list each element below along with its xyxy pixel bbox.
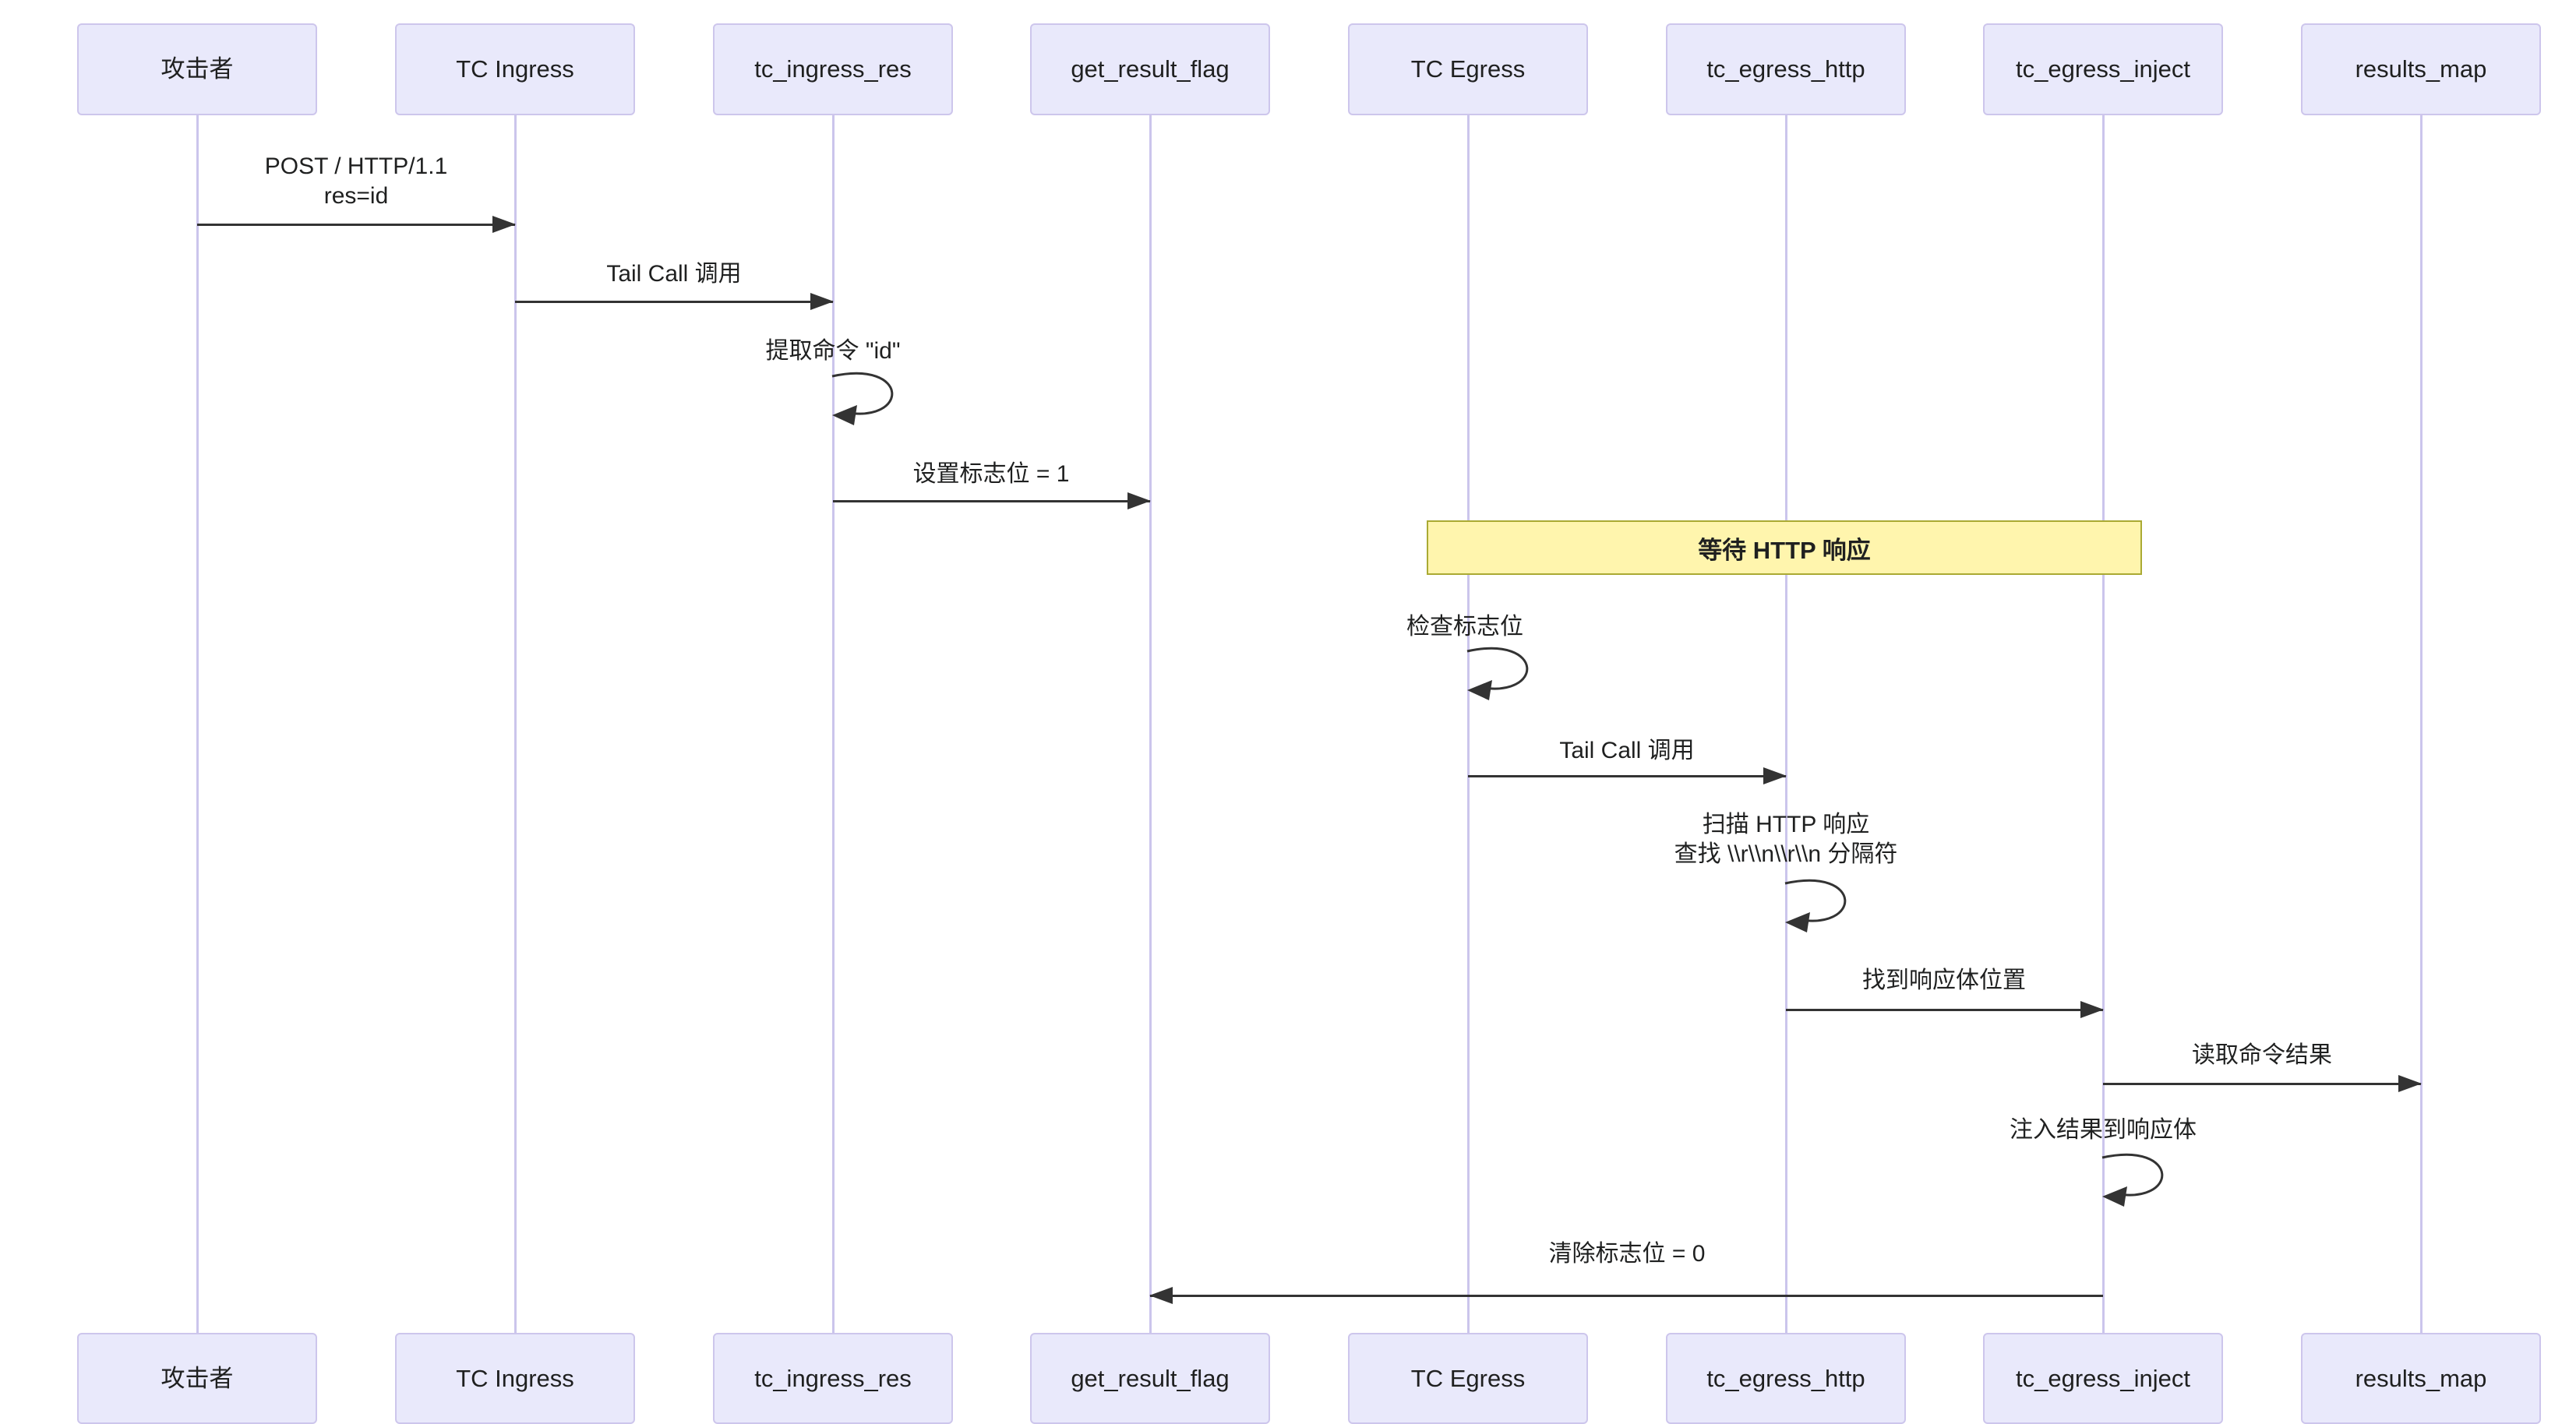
message-label-tail-call-1: Tail Call 调用 <box>606 259 741 289</box>
message-line: Tail Call 调用 <box>606 261 742 287</box>
message-label-check-flag: 检查标志位 <box>1406 612 1523 642</box>
message-line: res=id <box>323 183 389 209</box>
message-arrow-post-http <box>197 216 516 233</box>
arrowhead-right-icon <box>810 293 834 310</box>
lifeline-attacker <box>196 115 199 1333</box>
message-line: 清除标志位 = 0 <box>1548 1241 1706 1267</box>
actor-label: tc_egress_http <box>1706 1364 1865 1392</box>
message-arrow-tail-call-2 <box>1468 767 1787 784</box>
message-arrow-read-result <box>2103 1075 2422 1092</box>
arrowhead-right-icon <box>2398 1075 2422 1092</box>
actor-top-tc-egress: TC Egress <box>1348 23 1588 115</box>
self-loop-arrow-check-flag <box>1466 647 1529 700</box>
message-line: 读取命令结果 <box>2192 1042 2332 1068</box>
actor-top-attacker: 攻击者 <box>77 23 317 115</box>
actor-top-tc-ingress: TC Ingress <box>395 23 635 115</box>
self-loop-arrow-scan-http <box>1784 879 1847 932</box>
actor-top-tc-egress-inject: tc_egress_inject <box>1983 23 2223 115</box>
message-line: 注入结果到响应体 <box>2010 1117 2197 1143</box>
message-label-set-flag: 设置标志位 = 1 <box>913 460 1070 489</box>
actor-bottom-tc-egress-inject: tc_egress_inject <box>1983 1333 2223 1424</box>
arrowhead-right-icon <box>492 216 516 233</box>
message-label-found-body: 找到响应体位置 <box>1862 966 2026 996</box>
message-arrow-tail-call-1 <box>515 293 834 310</box>
note-wait-http-response: 等待 HTTP 响应 <box>1427 520 2142 575</box>
arrowhead-left-icon <box>1149 1287 1173 1304</box>
message-line: 扫描 HTTP 响应 <box>1702 812 1870 837</box>
actor-label: 攻击者 <box>161 55 234 83</box>
actor-label: tc_ingress_res <box>754 1364 912 1392</box>
message-line: 找到响应体位置 <box>1862 968 2026 993</box>
message-line: POST / HTTP/1.1 <box>264 153 448 179</box>
actor-label: get_result_flag <box>1071 55 1230 83</box>
actor-bottom-tc-ingress-res: tc_ingress_res <box>713 1333 953 1424</box>
lifeline-tc-ingress-res <box>832 115 835 1333</box>
self-loop-arrow-extract-command <box>831 372 894 425</box>
message-line: Tail Call 调用 <box>1559 738 1695 763</box>
lifeline-tc-ingress <box>514 115 517 1333</box>
actor-bottom-results-map: results_map <box>2301 1333 2541 1424</box>
actor-top-get-result-flag: get_result_flag <box>1030 23 1270 115</box>
actor-label: TC Ingress <box>456 55 574 83</box>
message-arrow-clear-flag <box>1149 1287 2103 1304</box>
arrowhead-right-icon <box>2080 1001 2104 1018</box>
actor-top-tc-ingress-res: tc_ingress_res <box>713 23 953 115</box>
actor-label: get_result_flag <box>1071 1364 1230 1392</box>
message-label-inject-result: 注入结果到响应体 <box>2010 1116 2197 1145</box>
message-line: 提取命令 "id" <box>765 338 901 364</box>
actor-label: tc_egress_inject <box>2015 55 2190 83</box>
actor-label: results_map <box>2355 55 2487 83</box>
actor-label: 攻击者 <box>161 1364 234 1392</box>
actor-label: tc_egress_http <box>1706 55 1865 83</box>
lifeline-results-map <box>2420 115 2422 1333</box>
lifeline-get-result-flag <box>1149 115 1152 1333</box>
actor-label: tc_egress_inject <box>2015 1364 2190 1392</box>
message-line: 设置标志位 = 1 <box>912 461 1070 487</box>
message-label-extract-command: 提取命令 "id" <box>766 337 901 366</box>
message-label-scan-http: 扫描 HTTP 响应 查找 \\r\\n\\r\\n 分隔符 <box>1674 810 1898 869</box>
arrowhead-right-icon <box>1763 767 1787 784</box>
arrowhead-right-icon <box>1127 492 1151 509</box>
lifeline-tc-egress <box>1467 115 1470 1333</box>
actor-bottom-get-result-flag: get_result_flag <box>1030 1333 1270 1424</box>
message-label-post-http: POST / HTTP/1.1 res=id <box>265 152 448 211</box>
message-line: 检查标志位 <box>1406 614 1523 640</box>
message-arrow-set-flag <box>833 492 1151 509</box>
actor-bottom-tc-egress: TC Egress <box>1348 1333 1588 1424</box>
self-loop-arrow-inject-result <box>2101 1153 2164 1207</box>
actor-label: results_map <box>2355 1364 2487 1392</box>
message-label-clear-flag: 清除标志位 = 0 <box>1549 1239 1706 1269</box>
actor-label: TC Ingress <box>456 1364 574 1392</box>
actor-bottom-tc-egress-http: tc_egress_http <box>1666 1333 1906 1424</box>
message-arrow-found-body <box>1786 1001 2104 1018</box>
message-label-tail-call-2: Tail Call 调用 <box>1559 736 1694 766</box>
actor-bottom-tc-ingress: TC Ingress <box>395 1333 635 1424</box>
actor-top-results-map: results_map <box>2301 23 2541 115</box>
message-line: 查找 \\r\\n\\r\\n 分隔符 <box>1674 841 1898 867</box>
message-label-read-result: 读取命令结果 <box>2192 1041 2332 1070</box>
actor-label: TC Egress <box>1410 1364 1526 1392</box>
note-text: 等待 HTTP 响应 <box>1698 536 1871 564</box>
actor-top-tc-egress-http: tc_egress_http <box>1666 23 1906 115</box>
actor-bottom-attacker: 攻击者 <box>77 1333 317 1424</box>
lifeline-tc-egress-inject <box>2102 115 2105 1333</box>
lifeline-tc-egress-http <box>1785 115 1787 1333</box>
actor-label: tc_ingress_res <box>754 55 912 83</box>
actor-label: TC Egress <box>1410 55 1526 83</box>
